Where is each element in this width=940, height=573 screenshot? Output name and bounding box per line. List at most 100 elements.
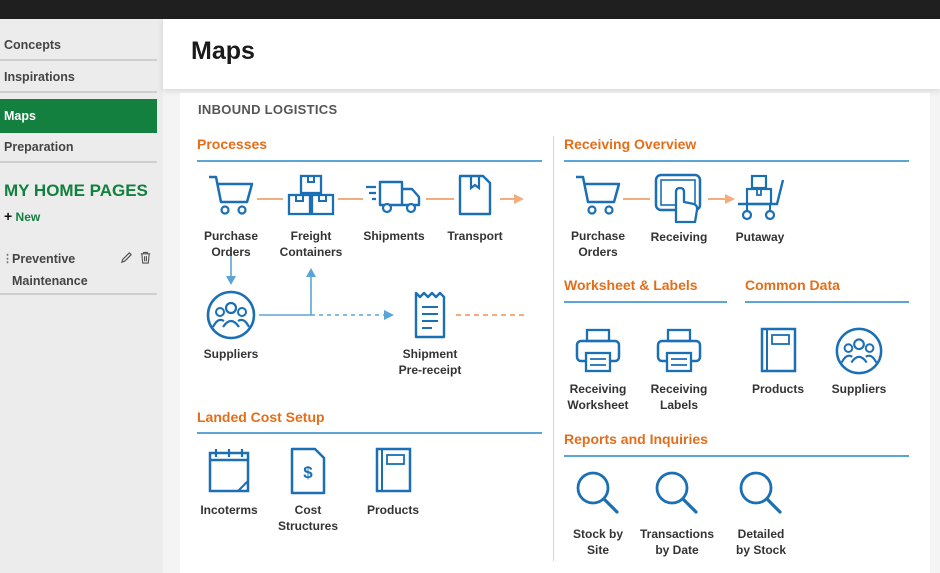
trolley-icon: [738, 174, 785, 221]
map-heading: INBOUND LOGISTICS: [198, 102, 338, 117]
section-rule: [745, 301, 909, 303]
process-connectors: [226, 194, 524, 320]
sidebar-item-label: Inspirations: [4, 70, 75, 84]
tile-label: Suppliers: [203, 347, 259, 361]
section-rule: [197, 432, 542, 434]
calendar-icon: [208, 449, 250, 493]
sidebar-item-label: Concepts: [4, 38, 61, 52]
section-title-common-data: Common Data: [745, 277, 840, 293]
home-page-item[interactable]: ⋮ Preventive Maintenance: [0, 247, 157, 295]
svg-text:$: $: [303, 463, 313, 482]
document-icon: [458, 174, 492, 216]
tile-label: Transactions: [639, 527, 715, 541]
tile-receiving-labels[interactable]: Receiving Labels: [637, 326, 721, 413]
tile-incoterms[interactable]: Incoterms: [187, 445, 271, 518]
tile-label: by Stock: [735, 543, 786, 557]
tile-label: Orders: [211, 245, 251, 259]
book-icon: [375, 447, 412, 493]
trash-icon[interactable]: [139, 251, 152, 264]
sidebar: Concepts Inspirations Maps Preparation M…: [0, 19, 163, 573]
section-title-reports: Reports and Inquiries: [564, 431, 708, 447]
dollar-doc-icon: $: [290, 447, 326, 495]
tile-label: Orders: [578, 245, 618, 259]
tile-suppliers[interactable]: Suppliers: [189, 289, 273, 362]
tile-label: Products: [366, 503, 419, 517]
tile-label: by Date: [655, 543, 699, 557]
section-rule: [564, 160, 909, 162]
section-title-processes: Processes: [197, 136, 268, 152]
home-page-name-line2: Maintenance: [12, 274, 88, 288]
page-title: Maps: [191, 37, 255, 65]
sidebar-item-concepts[interactable]: Concepts: [0, 31, 157, 61]
sidebar-item-inspirations[interactable]: Inspirations: [0, 63, 157, 93]
tile-label: Receiving: [650, 382, 708, 396]
home-page-name-line1: Preventive: [12, 252, 76, 266]
tile-receiving-worksheet[interactable]: Receiving Worksheet: [556, 326, 640, 413]
receiving-connectors: [623, 194, 735, 204]
tile-freight-containers[interactable]: Freight Containers: [269, 172, 353, 260]
tablet-touch-icon: [654, 173, 702, 224]
sidebar-item-maps[interactable]: Maps: [0, 99, 157, 133]
receipt-icon: [414, 291, 446, 339]
section-rule: [197, 160, 542, 162]
section-rule: [564, 455, 909, 457]
tile-label: Transport: [447, 229, 503, 243]
tile-receiving[interactable]: Receiving: [637, 172, 721, 245]
tile-cost-structures[interactable]: $ Cost Structures: [266, 445, 350, 534]
tile-shipments[interactable]: Shipments: [352, 172, 436, 244]
tile-label: Labels: [659, 398, 698, 412]
new-label: New: [12, 210, 41, 224]
tile-label: Site: [586, 543, 609, 557]
tile-label: Freight: [290, 229, 332, 243]
plus-icon: +: [4, 208, 13, 224]
tile-receiving-purchase-orders[interactable]: Purchase Orders: [556, 172, 640, 260]
tile-label: Putaway: [735, 230, 785, 244]
section-title-worksheet-labels: Worksheet & Labels: [564, 277, 698, 293]
tile-label: Shipments: [363, 229, 425, 243]
magnifier-icon: [576, 471, 619, 514]
tile-label: Cost: [294, 503, 322, 517]
tile-label: Detailed: [737, 527, 785, 541]
tile-label: Worksheet: [567, 398, 629, 412]
drag-handle-icon[interactable]: ⋮: [2, 253, 13, 265]
page-header: Maps: [163, 19, 940, 89]
tile-label: Shipment: [402, 347, 458, 361]
tile-label: Receiving: [569, 382, 627, 396]
tile-stock-by-site[interactable]: Stock by Site: [556, 468, 640, 558]
tile-putaway[interactable]: Putaway: [718, 172, 802, 245]
tile-label: Pre-receipt: [398, 363, 462, 377]
tile-transport[interactable]: Transport: [433, 172, 517, 244]
cart-icon: [576, 175, 621, 215]
truck-icon: [366, 180, 421, 214]
tile-products[interactable]: Products: [351, 445, 435, 518]
top-bar: [0, 0, 940, 19]
tile-label: Purchase: [203, 229, 259, 243]
tile-label: Stock by: [572, 527, 623, 541]
tile-label: Products: [751, 382, 804, 396]
tile-shipment-pre-receipt[interactable]: Shipment Pre-receipt: [388, 289, 472, 378]
group-icon: [835, 327, 883, 375]
inbound-logistics-map: INBOUND LOGISTICS Processes Purchase Ord…: [180, 93, 930, 573]
magnifier-icon: [739, 471, 782, 514]
tile-common-products[interactable]: Products: [736, 326, 820, 397]
tile-purchase-orders[interactable]: Purchase Orders: [189, 172, 273, 260]
magnifier-icon: [655, 471, 698, 514]
group-icon: [206, 290, 256, 340]
tile-transactions-by-date[interactable]: Transactions by Date: [635, 468, 719, 558]
printer-icon: [656, 328, 702, 373]
tile-detailed-by-stock[interactable]: Detailed by Stock: [719, 468, 803, 558]
tile-label: Incoterms: [200, 503, 258, 517]
tile-label: Receiving: [650, 230, 708, 244]
tile-label: Suppliers: [831, 382, 887, 396]
sidebar-item-preparation[interactable]: Preparation: [0, 133, 157, 163]
edit-icon[interactable]: [120, 251, 133, 264]
tile-label: Containers: [279, 245, 343, 259]
new-home-page-link[interactable]: + New: [4, 208, 40, 224]
tile-label: Purchase: [570, 229, 626, 243]
column-divider: [553, 136, 554, 561]
boxes-icon: [287, 174, 335, 216]
tile-common-suppliers[interactable]: Suppliers: [817, 326, 901, 397]
cart-icon: [209, 175, 254, 215]
home-pages-title: MY HOME PAGES: [4, 181, 148, 200]
sidebar-item-label: Preparation: [4, 140, 74, 154]
